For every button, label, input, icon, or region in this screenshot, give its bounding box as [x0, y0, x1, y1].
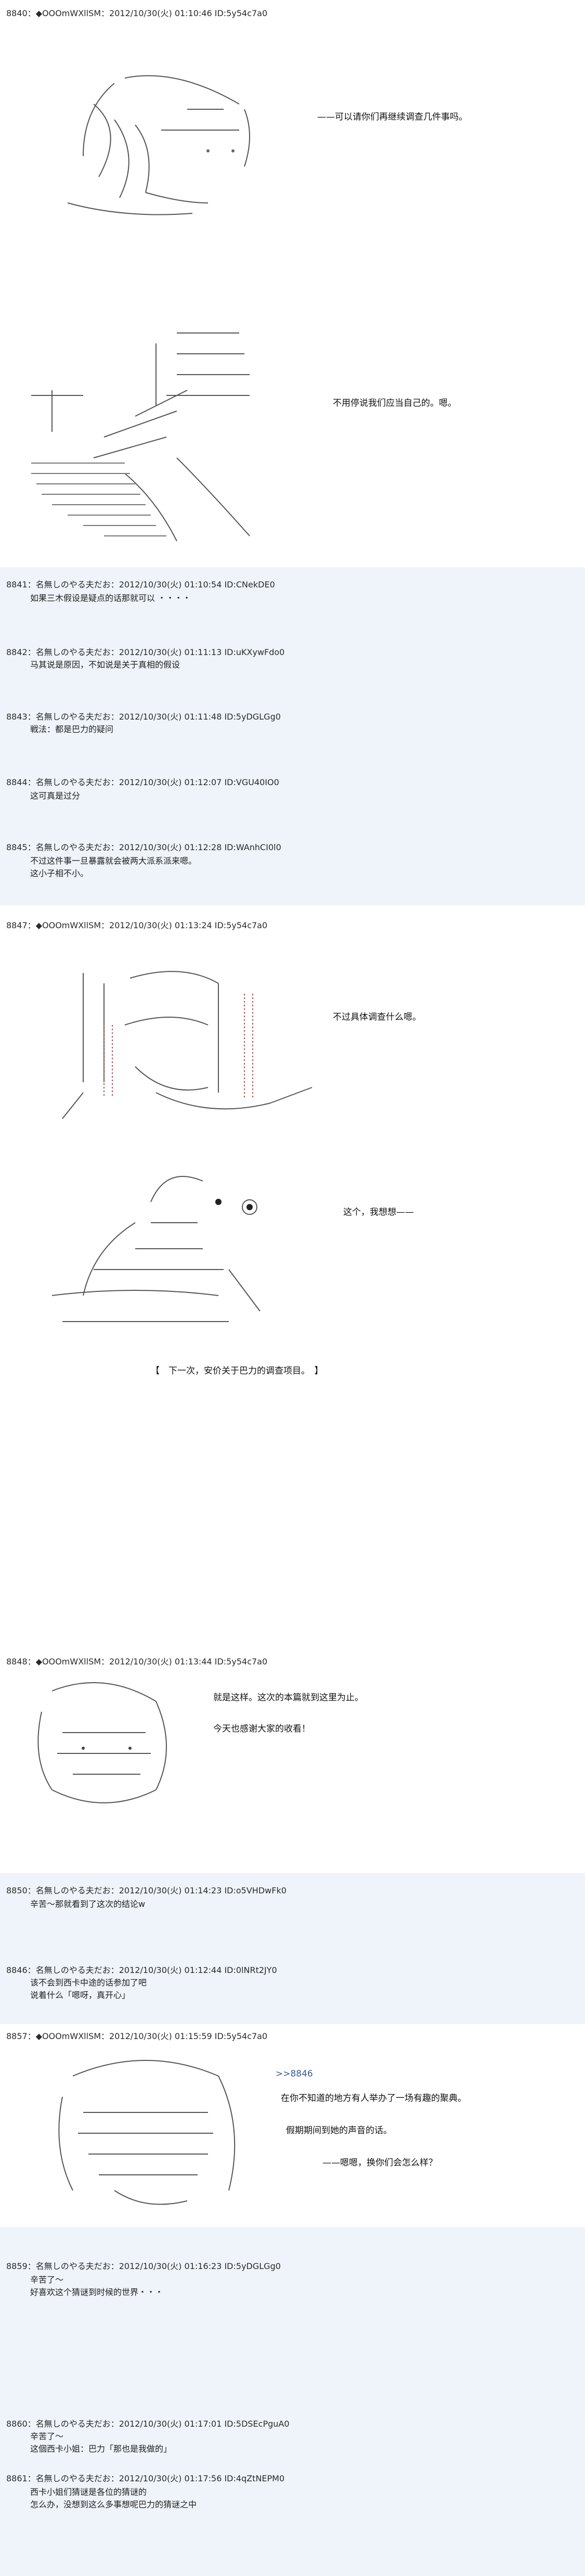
- post-8840: 8840：◆OOOmWXllSM：2012/10/30(火) 01:10:46 …: [0, 0, 585, 567]
- post-text: 辛苦了～: [30, 2431, 64, 2441]
- post-8841: 8841：名無しのやる夫だお：2012/10/30(火) 01:10:54 ID…: [0, 567, 585, 645]
- post-text: 辛苦～那就看到了这次的结论w: [30, 1899, 146, 1909]
- post-8845: 8845：名無しのやる夫だお：2012/10/30(火) 01:12:28 ID…: [0, 830, 585, 905]
- dialogue-line: 今天也感谢大家的收看！: [213, 1724, 310, 1734]
- dialogue-line: ——可以请你们再继续调查几件事吗。: [317, 112, 467, 122]
- dialogue-text: 不过具体调查什么嗯。: [333, 1012, 421, 1022]
- ascii-art-figure: [31, 1165, 302, 1332]
- post-text: 辛苦了～: [30, 2275, 64, 2285]
- post-text: 戦法：都是巴力的疑问: [30, 724, 114, 734]
- post-8842: 8842：名無しのやる夫だお：2012/10/30(火) 01:11:13 ID…: [0, 645, 585, 702]
- ascii-art-figure: [21, 1670, 187, 1816]
- post-header: 8861：名無しのやる夫だお：2012/10/30(火) 01:17:56 ID…: [6, 2474, 285, 2483]
- ascii-art-figure: [52, 963, 343, 1129]
- post-header: 8857：◆OOOmWXllSM：2012/10/30(火) 01:15:59 …: [6, 2031, 268, 2041]
- post-header: 8859：名無しのやる夫だお：2012/10/30(火) 01:16:23 ID…: [6, 2261, 281, 2271]
- anchor-link[interactable]: >>8846: [276, 2069, 313, 2079]
- ascii-art-figure: [21, 312, 291, 552]
- post-header: 8860：名無しのやる夫だお：2012/10/30(火) 01:17:01 ID…: [6, 2419, 290, 2429]
- post-header: 8840：◆OOOmWXllSM：2012/10/30(火) 01:10:46 …: [6, 8, 268, 18]
- post-header: 8848：◆OOOmWXllSM：2012/10/30(火) 01:13:44 …: [6, 1657, 268, 1667]
- dialogue-line: 不过具体调查什么嗯。: [333, 1009, 421, 1022]
- next-anchor-notice: 【 下一次，安价关于巴力的调查项目。 】: [151, 1366, 323, 1376]
- post-text: 该不会到西卡中途的话参加了吧: [30, 1978, 147, 1988]
- post-text: 说着什么「嗯呀，真开心」: [30, 1990, 131, 2000]
- post-8850: 8850：名無しのやる夫だお：2012/10/30(火) 01:14:23 ID…: [0, 1873, 585, 1959]
- dialogue-line: ——嗯嗯，换你们会怎么样？: [322, 2158, 437, 2168]
- dialogue-line: 假期期间到她的声音的话。: [286, 2125, 392, 2136]
- post-text: 这個西卡小姐：巴力「那也是我做的」: [30, 2444, 172, 2454]
- dialogue-line: 就是这样。这次的本篇就到这里为止。: [213, 1693, 363, 1703]
- post-8860: 8860：名無しのやる夫だお：2012/10/30(火) 01:17:01 ID…: [0, 2341, 585, 2461]
- post-8857: 8857：◆OOOmWXllSM：2012/10/30(火) 01:15:59 …: [0, 2024, 585, 2227]
- post-8847: 8847：◆OOOmWXllSM：2012/10/30(火) 01:13:24 …: [0, 905, 585, 1644]
- ascii-art-figure: [42, 2045, 270, 2211]
- post-header: 8842：名無しのやる夫だお：2012/10/30(火) 01:11:13 ID…: [6, 647, 285, 657]
- post-header: 8850：名無しのやる夫だお：2012/10/30(火) 01:14:23 ID…: [6, 1886, 287, 1895]
- post-8861: 8861：名無しのやる夫だお：2012/10/30(火) 01:17:56 ID…: [0, 2461, 585, 2576]
- post-text: 这小子相不小。: [30, 868, 89, 878]
- post-header: 8845：名無しのやる夫だお：2012/10/30(火) 01:12:28 ID…: [6, 842, 281, 852]
- dialogue-line: 在你不知道的地方有人举办了一场有趣的聚典。: [281, 2093, 466, 2104]
- post-text: 马其说是原因，不如说是关于真相的假设: [30, 660, 180, 670]
- post-8846: 8846：名無しのやる夫だお：2012/10/30(火) 01:12:44 ID…: [0, 1959, 585, 2024]
- dialogue-line: 不用停说我们应当自己的。嗯。: [333, 398, 457, 408]
- post-text: 怎么办，没想到这么多事想呢巴力的猜谜之中: [30, 2500, 197, 2509]
- post-header: 8844：名無しのやる夫だお：2012/10/30(火) 01:12:07 ID…: [6, 777, 279, 787]
- post-header: 8847：◆OOOmWXllSM：2012/10/30(火) 01:13:24 …: [6, 920, 268, 930]
- post-8859: 8859：名無しのやる夫だお：2012/10/30(火) 01:16:23 ID…: [0, 2227, 585, 2341]
- post-header: 8841：名無しのやる夫だお：2012/10/30(火) 01:10:54 ID…: [6, 580, 275, 589]
- dialogue-line: 这个，我想想——: [343, 1207, 414, 1217]
- post-text: 如果三木假设是疑点的话那就可以 ・・・・: [30, 593, 191, 603]
- ascii-art-figure: [21, 47, 270, 234]
- post-text: 西卡小姐们猜谜是各位的猜谜的: [30, 2487, 147, 2497]
- post-text: 好喜欢这个猜谜到时候的世界・・・: [30, 2287, 164, 2297]
- post-8843: 8843：名無しのやる夫だお：2012/10/30(火) 01:11:48 ID…: [0, 702, 585, 754]
- post-text: 这可真是过分: [30, 791, 81, 801]
- post-8844: 8844：名無しのやる夫だお：2012/10/30(火) 01:12:07 ID…: [0, 754, 585, 830]
- post-header: 8843：名無しのやる夫だお：2012/10/30(火) 01:11:48 ID…: [6, 712, 281, 722]
- post-header: 8846：名無しのやる夫だお：2012/10/30(火) 01:12:44 ID…: [6, 1965, 277, 1975]
- post-8848: 8848：◆OOOmWXllSM：2012/10/30(火) 01:13:44 …: [0, 1644, 585, 1873]
- post-text: 不过这件事一旦暴露就会被两大派系派来嗯。: [30, 856, 197, 866]
